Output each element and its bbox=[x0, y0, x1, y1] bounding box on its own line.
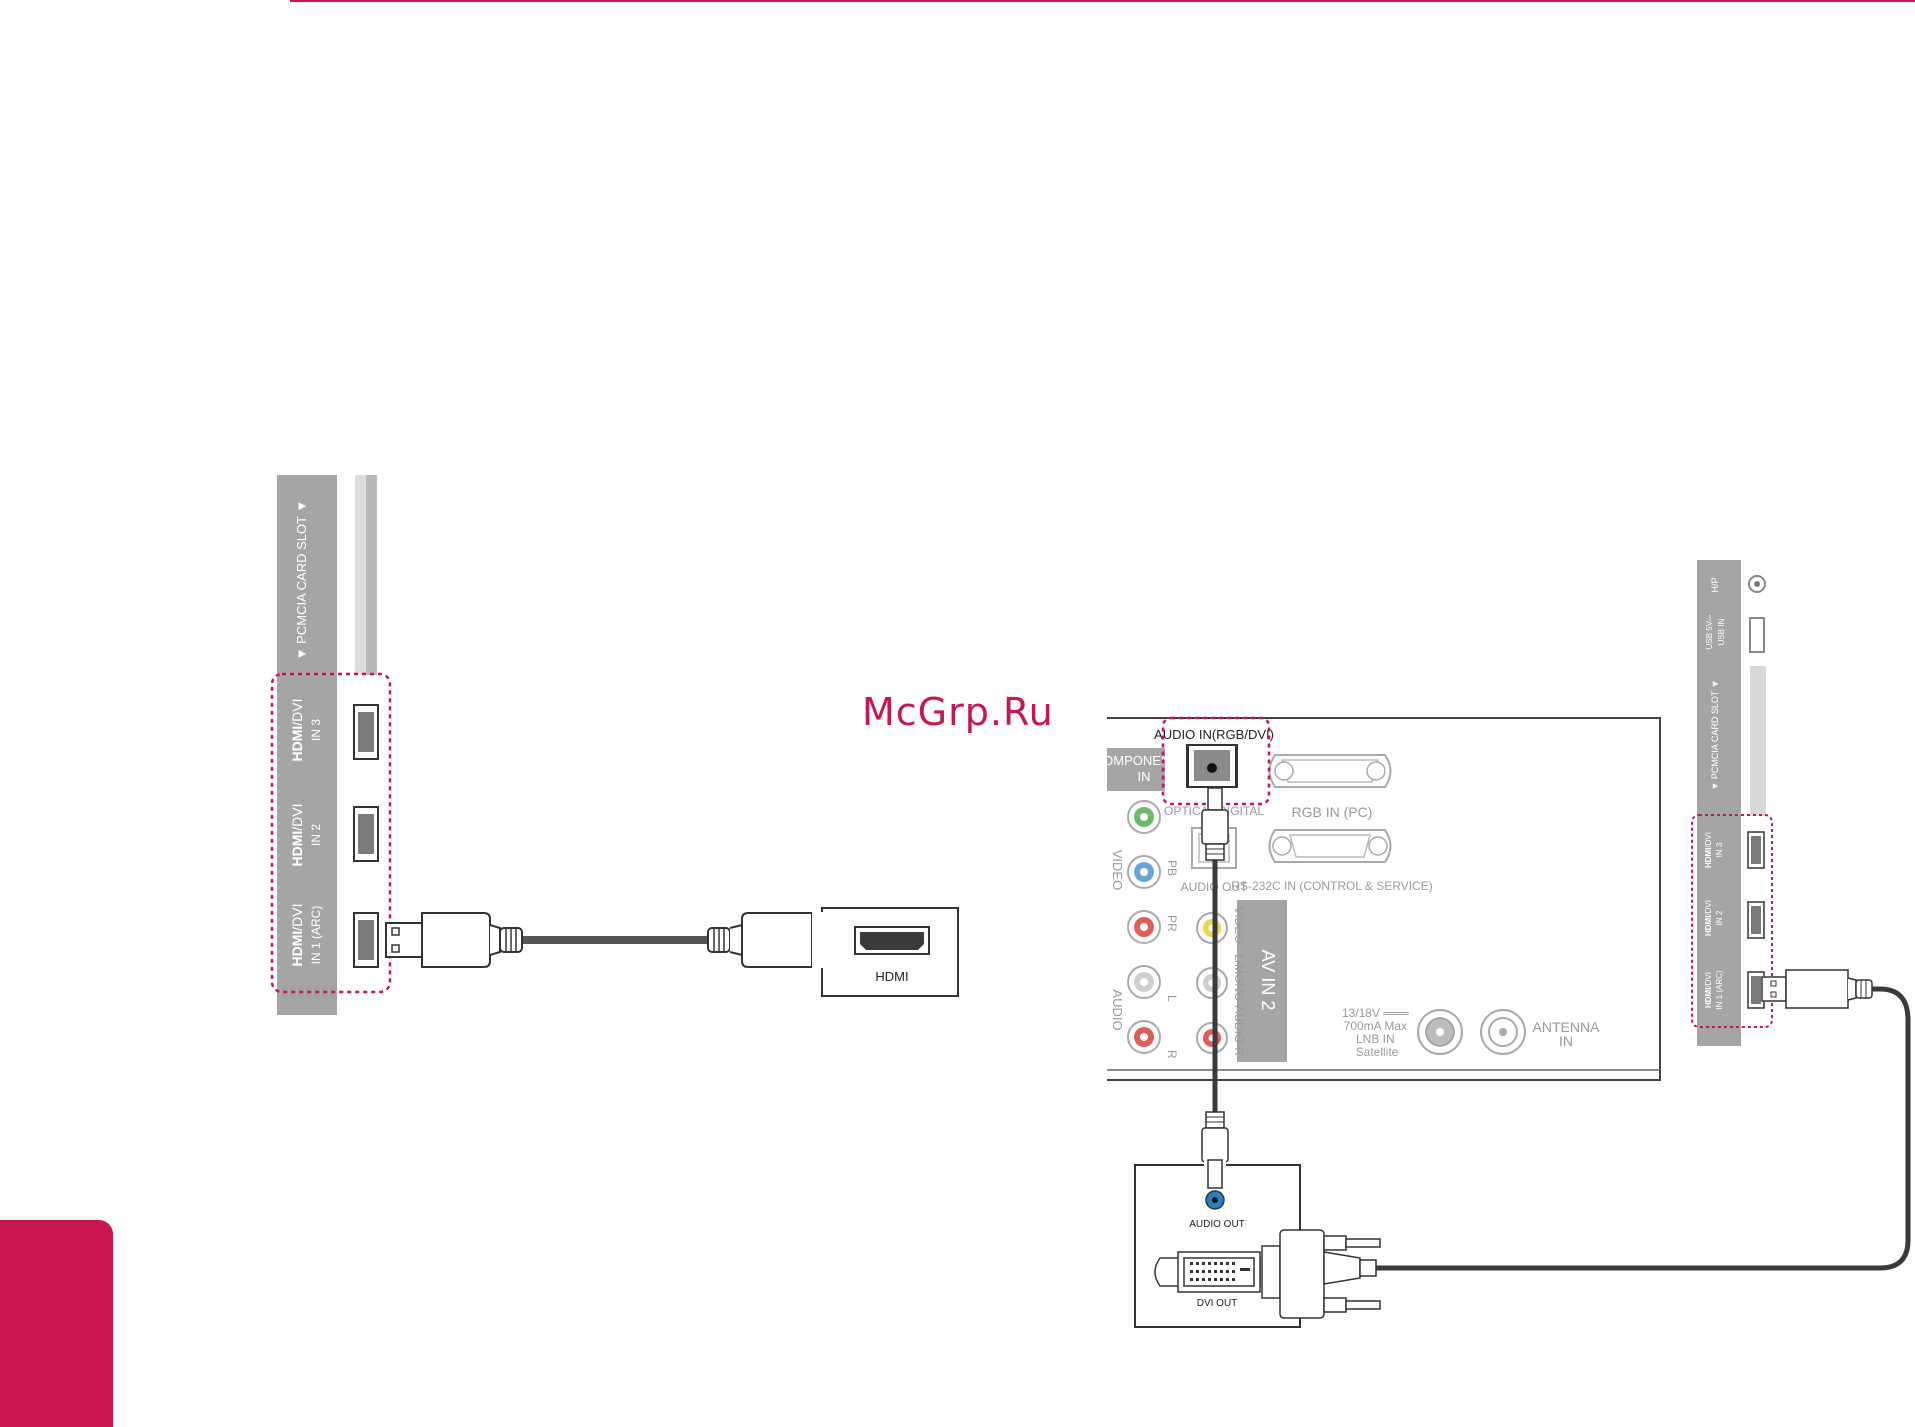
side-hdmi-in2-label: HDMI/DVI IN 2 bbox=[1704, 900, 1724, 936]
hdmi-dvi-cable-plug bbox=[1761, 969, 1873, 1009]
av-audio-label: L/MONO-AUDIO-R bbox=[1232, 954, 1246, 1056]
av-in-2-jacks bbox=[1196, 912, 1228, 1054]
svg-text:HDMI/DVI: HDMI/DVI bbox=[1704, 832, 1713, 868]
svg-text:HDMI/DVI: HDMI/DVI bbox=[1704, 900, 1713, 936]
lnb-satellite-connector bbox=[1417, 1009, 1463, 1055]
side-pcmcia-label: ▼ PCMCIA CARD SLOT ▼ bbox=[1710, 679, 1720, 790]
audio-label: AUDIO bbox=[1110, 989, 1125, 1030]
svg-text:IN 2: IN 2 bbox=[1715, 910, 1724, 925]
top-rule bbox=[290, 0, 1915, 2]
dvi-out-port bbox=[1154, 1251, 1261, 1293]
hp-label: H/P bbox=[1710, 577, 1720, 592]
rgb-in-pc-port bbox=[1268, 754, 1392, 788]
pr-label: PR bbox=[1165, 915, 1179, 932]
svg-text:IN 3: IN 3 bbox=[1715, 842, 1724, 857]
hdmi-port-in1 bbox=[353, 912, 379, 968]
svg-text:HDMI/DVI: HDMI/DVI bbox=[289, 698, 305, 761]
hdmi-cable-left bbox=[385, 912, 849, 968]
l-label: L bbox=[1165, 995, 1179, 1002]
usb-label: USB 5V⎓ bbox=[1705, 614, 1714, 649]
hdmi-in2-label: HDMI/DVI IN 2 bbox=[289, 803, 323, 866]
tv-side-panel-right: H/P USB 5V⎓ USB IN ▼ PCMCIA CARD SLOT ▼ … bbox=[1691, 560, 1773, 1046]
side-hdmi-ports bbox=[1747, 831, 1765, 1009]
svg-text:IN 3: IN 3 bbox=[309, 719, 323, 741]
audio-in-highlight-box bbox=[1161, 716, 1271, 806]
satellite-label: 13/18V ═══ 700mA Max LNB IN Satellite bbox=[1342, 1006, 1412, 1059]
svg-text:IN 1 (ARC): IN 1 (ARC) bbox=[309, 906, 323, 965]
hdmi-in1-arc-label: HDMI/DVI IN 1 (ARC) bbox=[289, 903, 323, 966]
hdmi-source-device: HDMI bbox=[812, 907, 959, 997]
pcmcia-slot-label: ▼ PCMCIA CARD SLOT ▼ bbox=[294, 500, 309, 661]
hdmi-port-in3 bbox=[353, 704, 379, 760]
hdmi-dvi-cable bbox=[1375, 986, 1911, 1271]
svg-text:HDMI/DVI: HDMI/DVI bbox=[289, 803, 305, 866]
side-hdmi-in3-label: HDMI/DVI IN 3 bbox=[1704, 832, 1724, 868]
pc-device: AUDIO OUT DVI OUT bbox=[1134, 1159, 1301, 1328]
rgb-in-label: RGB IN (PC) bbox=[1292, 804, 1373, 820]
usb-port bbox=[1749, 617, 1765, 653]
antenna-in-connector bbox=[1480, 1009, 1526, 1055]
rs232c-label: RS-232C IN (CONTROL & SERVICE) bbox=[1231, 879, 1432, 893]
svg-text:IN 2: IN 2 bbox=[309, 824, 323, 846]
dvi-out-label: DVI OUT bbox=[1197, 1298, 1238, 1309]
av-in-2-label: AV IN 2 bbox=[1258, 950, 1278, 1011]
r-label: R bbox=[1165, 1050, 1179, 1059]
audio-in-rgb-dvi-label: AUDIO IN(RGB/DVI) bbox=[1154, 727, 1274, 742]
video-label: VIDEO bbox=[1110, 850, 1125, 890]
av-video-label: VIDEO bbox=[1232, 906, 1246, 943]
pc-audio-out-label: AUDIO OUT bbox=[1189, 1219, 1245, 1230]
svg-text:USB IN: USB IN bbox=[1717, 618, 1726, 645]
chapter-tab bbox=[0, 1220, 113, 1427]
hdmi-highlight-box bbox=[270, 672, 392, 994]
svg-text:HDMI/DVI: HDMI/DVI bbox=[1704, 972, 1713, 1008]
pb-label: PB bbox=[1165, 860, 1179, 876]
rs232c-port bbox=[1268, 829, 1392, 863]
hdmi-port-in2 bbox=[353, 806, 379, 862]
audio-in-rgb-dvi-port bbox=[1187, 743, 1237, 788]
component-jacks bbox=[1127, 800, 1161, 1054]
dvi-plug bbox=[1261, 1229, 1381, 1319]
hdmi-in3-label: HDMI/DVI IN 3 bbox=[289, 698, 323, 761]
tv-side-panel-left: ▼ PCMCIA CARD SLOT ▼ HDMI/DVI IN 3 HDMI/… bbox=[270, 475, 392, 1015]
svg-text:HDMI/DVI: HDMI/DVI bbox=[289, 903, 305, 966]
hdmi-port-label: HDMI bbox=[875, 969, 908, 984]
side-hdmi-highlight-box bbox=[1691, 814, 1773, 1028]
side-hdmi-in1-label: HDMI/DVI IN 1 (ARC) bbox=[1704, 970, 1724, 1009]
watermark: McGrp.Ru bbox=[862, 690, 1054, 734]
svg-text:IN 1 (ARC): IN 1 (ARC) bbox=[1715, 970, 1724, 1009]
